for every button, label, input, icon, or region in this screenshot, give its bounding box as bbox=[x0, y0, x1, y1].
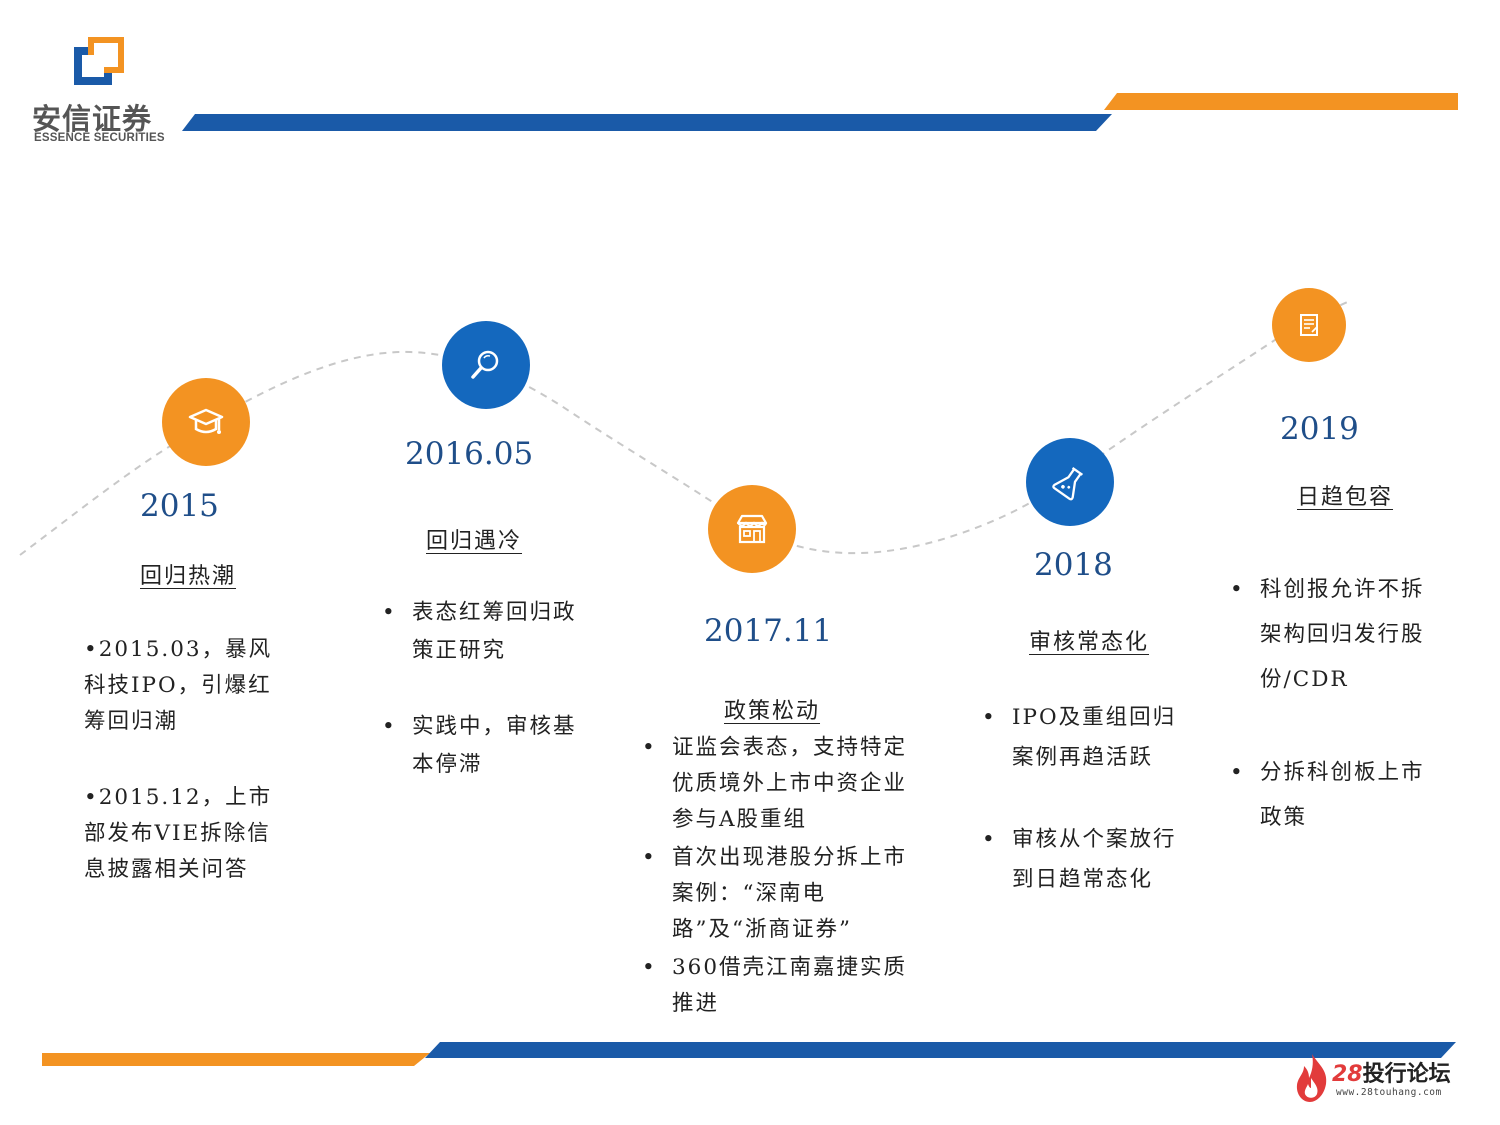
list-item: 360借壳江南嘉捷实质推进 bbox=[642, 950, 917, 1022]
list-item: 分拆科创板上市政策 bbox=[1230, 750, 1440, 840]
bottom-orange-band bbox=[42, 1053, 430, 1066]
list-item: 2015.03，暴风科技IPO，引爆红筹回归潮 bbox=[84, 632, 289, 740]
phase-title-2015: 回归热潮 bbox=[140, 564, 237, 589]
list-item: 审核从个案放行到日趋常态化 bbox=[982, 820, 1187, 900]
year-label-2018: 2018 bbox=[1034, 547, 1113, 583]
timeline-node-2018 bbox=[1026, 438, 1114, 526]
list-item: 科创报允许不拆架构回归发行股份/CDR bbox=[1230, 567, 1440, 702]
year-label-2016: 2016.05 bbox=[405, 436, 534, 472]
timeline-node-2019 bbox=[1272, 288, 1346, 362]
flame-icon bbox=[1296, 1054, 1327, 1102]
storefront-icon bbox=[736, 514, 768, 544]
timeline-node-2017 bbox=[708, 485, 796, 573]
list-item: 实践中，审核基本停滞 bbox=[382, 708, 582, 784]
top-blue-band bbox=[182, 114, 1112, 131]
list-item: 表态红筹回归政策正研究 bbox=[382, 594, 582, 670]
logo-english-name: ESSENCE SECURITIES bbox=[34, 132, 165, 144]
list-item: 首次出现港股分拆上市案例：“深南电路”及“浙商证券” bbox=[642, 840, 917, 948]
flask-icon bbox=[1052, 466, 1084, 501]
logo-mark-icon bbox=[74, 37, 124, 85]
bottom-blue-band bbox=[425, 1042, 1456, 1058]
timeline-node-2015 bbox=[162, 378, 250, 466]
company-logo: 安信证券 ESSENCE SECURITIES bbox=[30, 30, 180, 150]
watermark-name: 投行论坛 bbox=[1362, 1062, 1451, 1087]
graduation-cap-icon bbox=[188, 408, 224, 434]
phase-title-2017: 政策松动 bbox=[724, 699, 821, 724]
item-list-2018: IPO及重组回归案例再趋活跃 审核从个案放行到日趋常态化 bbox=[982, 698, 1187, 900]
forum-watermark: 28投行论坛 www.28touhang.com bbox=[1292, 1052, 1472, 1104]
watermark-url: www.28touhang.com bbox=[1336, 1087, 1442, 1098]
list-item: IPO及重组回归案例再趋活跃 bbox=[982, 698, 1187, 778]
item-list-2016: 表态红筹回归政策正研究 实践中，审核基本停滞 bbox=[382, 594, 582, 784]
list-item: 证监会表态，支持特定优质境外上市中资企业参与A股重组 bbox=[642, 730, 917, 838]
item-list-2015: 2015.03，暴风科技IPO，引爆红筹回归潮 2015.12，上市部发布VIE… bbox=[84, 632, 289, 888]
year-label-2017: 2017.11 bbox=[704, 613, 833, 649]
phase-title-2019: 日趋包容 bbox=[1297, 485, 1394, 510]
watermark-number: 28 bbox=[1332, 1062, 1363, 1087]
watermark-title: 28投行论坛 bbox=[1332, 1056, 1451, 1088]
top-orange-band bbox=[1104, 93, 1458, 110]
year-label-2019: 2019 bbox=[1280, 411, 1359, 447]
logo-chinese-name: 安信证券 bbox=[32, 102, 153, 136]
document-icon bbox=[1300, 314, 1318, 336]
list-item: 2015.12，上市部发布VIE拆除信息披露相关问答 bbox=[84, 780, 289, 888]
timeline-node-2016 bbox=[442, 321, 530, 409]
year-label-2015: 2015 bbox=[140, 488, 219, 524]
item-list-2017: 证监会表态，支持特定优质境外上市中资企业参与A股重组 首次出现港股分拆上市案例：… bbox=[642, 730, 917, 1022]
magnifier-icon bbox=[471, 350, 499, 379]
item-list-2019: 科创报允许不拆架构回归发行股份/CDR 分拆科创板上市政策 bbox=[1230, 567, 1440, 840]
phase-title-2018: 审核常态化 bbox=[1029, 630, 1150, 655]
phase-title-2016: 回归遇冷 bbox=[426, 529, 523, 554]
